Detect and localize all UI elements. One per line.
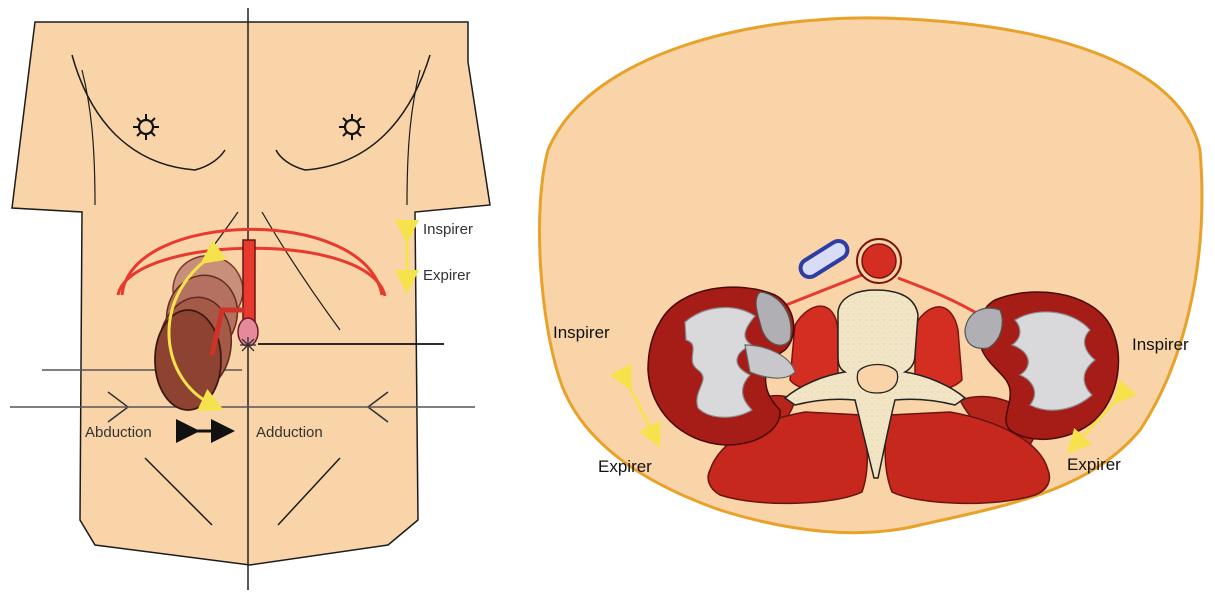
label-inspire-left: Inspirer	[553, 323, 610, 342]
pointer-star	[240, 337, 256, 353]
label-inspire-right: Inspirer	[1132, 335, 1189, 354]
front-view-torso: Inspirer Expirer Abduction Adduction	[10, 8, 490, 590]
label-expire-right: Expirer	[1067, 455, 1121, 474]
label-expire-left: Expirer	[598, 457, 652, 476]
cross-section: Inspirer Expirer Inspirer Expirer	[539, 18, 1201, 533]
aorta-section	[857, 239, 901, 283]
label-expire-front: Expirer	[423, 267, 471, 284]
label-abduction: Abduction	[85, 424, 152, 441]
label-inspire-front: Inspirer	[423, 221, 473, 238]
label-adduction: Adduction	[256, 424, 323, 441]
kidney-left	[648, 287, 795, 445]
spinal-canal	[857, 365, 897, 394]
